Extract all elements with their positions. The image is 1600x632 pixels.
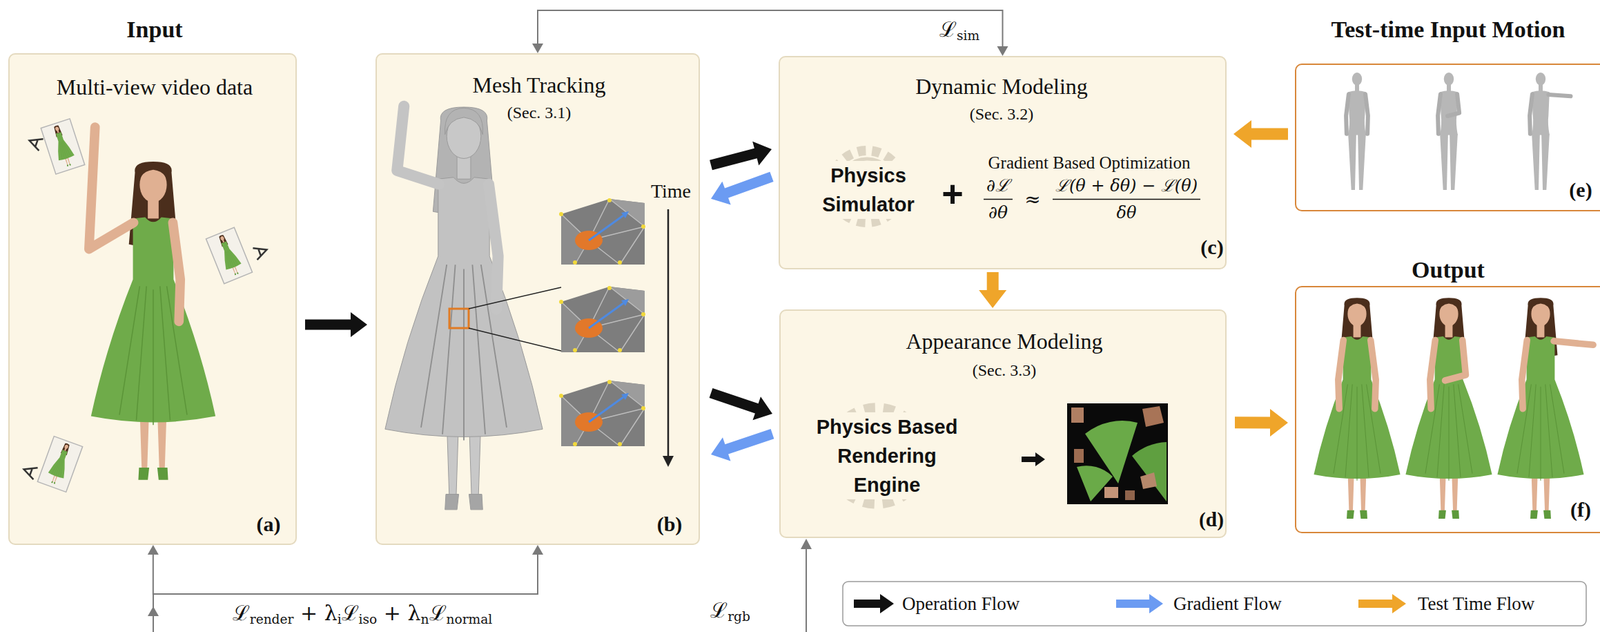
plus-sign: + — [941, 171, 964, 217]
legend-text: Operation Flow — [902, 592, 1020, 615]
panel-heading: Output — [1411, 256, 1485, 285]
section-ref: (Sec. 3.1) — [507, 102, 572, 123]
loss-label: ℒsim — [937, 17, 982, 43]
panel-box: InputMulti-view video data(a) — [8, 53, 297, 545]
panel-ground — [8, 53, 297, 545]
mesh-inset — [559, 379, 646, 446]
flow-arrow — [710, 428, 774, 461]
camera-thumbnail — [205, 227, 252, 284]
body-model — [1345, 72, 1369, 190]
flow-arrow — [710, 171, 774, 206]
section-ref: (Sec. 3.2) — [969, 104, 1034, 125]
legend-text: Gradient Flow — [1173, 592, 1282, 615]
formula-part: ∂θ — [988, 202, 1008, 223]
panel-letter: (d) — [1198, 507, 1224, 532]
legend-arrow — [1358, 593, 1407, 613]
panel-title: Appearance Modeling — [905, 327, 1103, 355]
loss-label: ℒrgb — [708, 597, 753, 623]
flow-arrow — [709, 141, 772, 171]
flow-arrow — [305, 311, 368, 337]
panel-title: Multi-view video data — [56, 73, 253, 101]
time-arrow — [662, 209, 674, 467]
panel-box: Appearance Modeling (Sec. 3.3) Physics Bas… — [779, 309, 1227, 538]
loss-label: ℒrender + λiℒiso + λnℒnormal — [230, 600, 495, 626]
woman-figure — [1405, 297, 1492, 519]
panel-box: Dynamic Modeling (Sec. 3.2) Physics Simula… — [778, 55, 1227, 270]
mesh-inset — [559, 285, 646, 353]
fraction-bar — [983, 198, 1013, 201]
subscript: iso — [358, 611, 378, 627]
subscript: n — [421, 611, 430, 627]
module-name: Physics Based Rendering Engine — [805, 412, 969, 500]
loss-bracket — [147, 544, 544, 594]
subscript: rgb — [727, 608, 751, 624]
panel-ground — [779, 309, 1227, 538]
legend-arrow — [853, 593, 894, 613]
mesh-inset — [559, 198, 646, 265]
legend-arrow — [1116, 593, 1164, 613]
panel-box: Output(f) — [1294, 285, 1600, 533]
panel-ground — [778, 55, 1227, 270]
flow-arrow — [1233, 120, 1289, 148]
camera-marker — [27, 134, 44, 151]
panel-heading: Input — [126, 15, 183, 45]
legend-text: Test Time Flow — [1417, 592, 1535, 615]
woman-figure — [1313, 297, 1400, 519]
texture-atlas — [1067, 403, 1168, 504]
panel-heading: Test-time Input Motion — [1331, 15, 1566, 45]
panel-ground — [1294, 63, 1600, 212]
zoom-marker — [449, 308, 469, 328]
camera-thumbnail — [37, 436, 83, 493]
method-name: Gradient Based Optimization — [988, 152, 1191, 174]
panel-letter: (f) — [1570, 496, 1592, 522]
subscript: sim — [956, 28, 980, 43]
camera-marker — [22, 463, 38, 480]
small-arrow — [1021, 452, 1046, 466]
module-name: Physics Simulator — [807, 160, 930, 219]
panel-title: Dynamic Modeling — [915, 73, 1088, 100]
panel-title: Mesh Tracking — [472, 71, 607, 99]
panel-ground — [375, 53, 700, 545]
loss-line — [147, 538, 812, 632]
legend-box — [842, 581, 1587, 626]
leader-line — [468, 287, 562, 351]
formula-part: ℒ(θ + δθ) − ℒ(θ) — [1055, 176, 1198, 197]
panel-letter: (c) — [1200, 234, 1224, 260]
camera-thumbnail — [40, 118, 85, 174]
mesh-figure — [385, 106, 543, 510]
subscript: render — [249, 611, 295, 627]
axis-label: Time — [650, 179, 691, 203]
flow-arrow — [1234, 408, 1289, 437]
woman-figure — [1497, 297, 1594, 519]
formula-part: ≈ — [1024, 187, 1041, 212]
panel-letter: (a) — [256, 511, 281, 537]
formula-part: ∂ℒ — [986, 175, 1010, 197]
flow-arrow — [709, 387, 773, 420]
camera-marker — [252, 243, 269, 260]
section-ref: (Sec. 3.3) — [972, 360, 1037, 381]
woman-figure — [89, 127, 216, 480]
panel-ground — [1294, 285, 1600, 533]
panel-letter: (b) — [657, 511, 683, 537]
panel-box: Mesh Tracking (Sec. 3.1) Time (b) — [375, 53, 700, 545]
formula-part: δθ — [1116, 202, 1137, 223]
loss-bracket — [532, 10, 1009, 56]
subscript: normal — [446, 611, 493, 627]
subscript: i — [337, 611, 342, 627]
body-model — [1529, 72, 1571, 190]
flow-arrow — [978, 271, 1007, 308]
panel-letter: (e) — [1568, 177, 1592, 203]
body-model — [1437, 72, 1460, 190]
panel-box: Test-time Input Motion(e) — [1294, 63, 1600, 212]
fraction-bar — [1052, 198, 1201, 201]
